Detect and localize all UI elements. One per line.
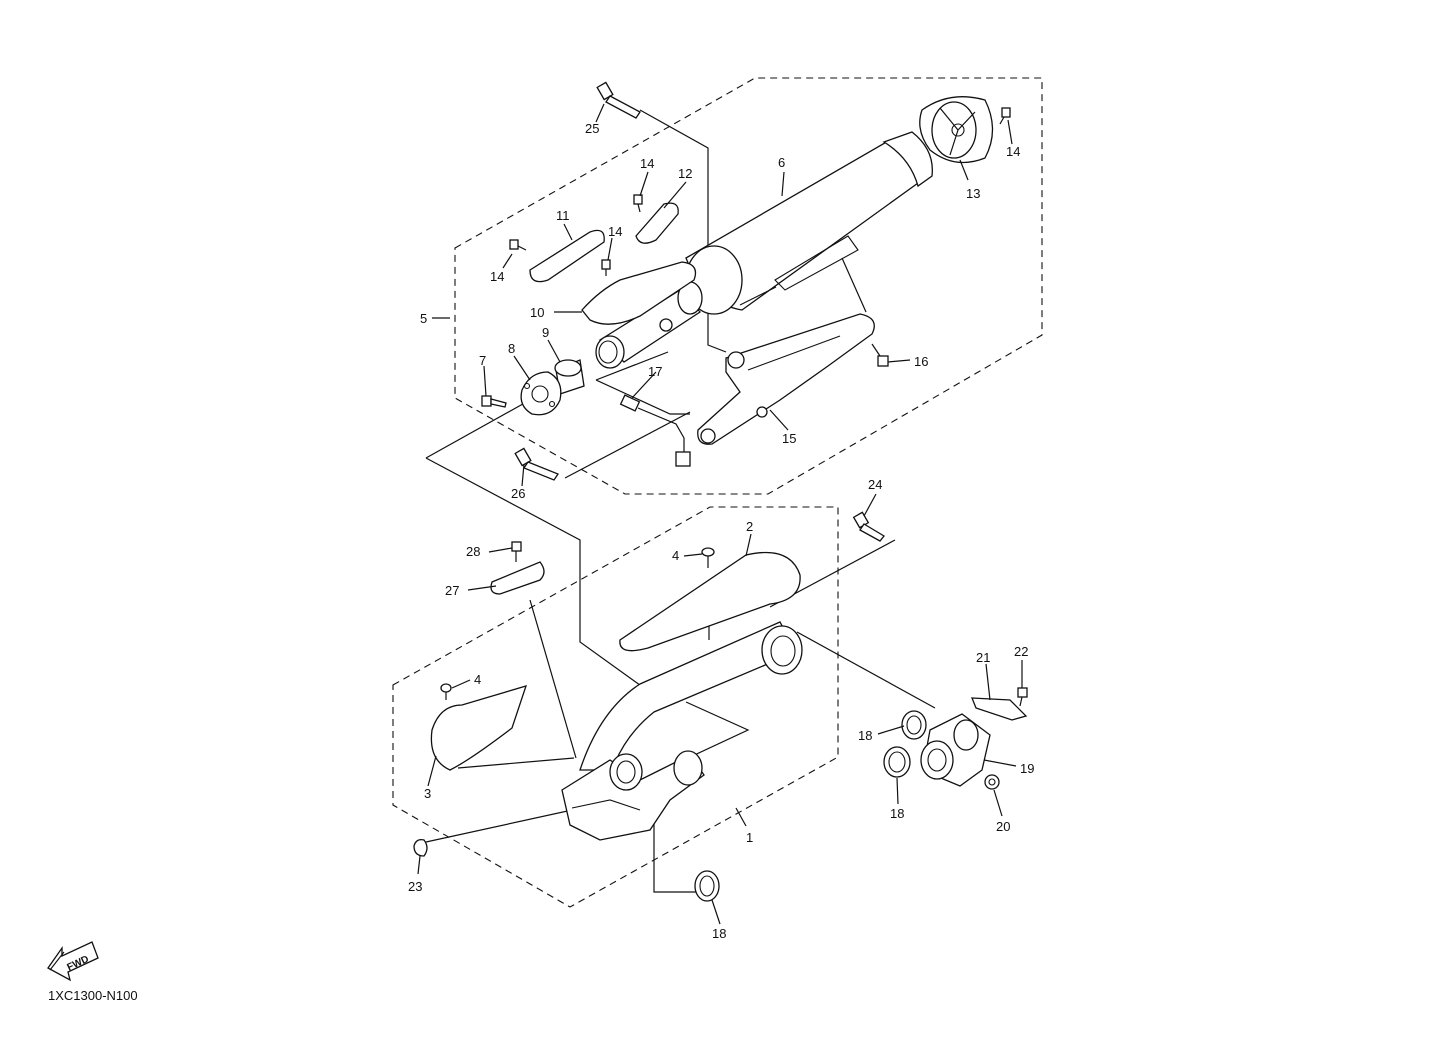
callout-18a: 18 bbox=[858, 728, 872, 743]
callout-14c: 14 bbox=[490, 269, 504, 284]
callout-1: 1 bbox=[746, 830, 753, 845]
fwd-arrow-icon: FWD bbox=[47, 941, 99, 982]
heat-protector-10 bbox=[581, 261, 697, 325]
protector-12 bbox=[635, 202, 679, 244]
callout-4b: 4 bbox=[474, 672, 481, 687]
callout-14d: 14 bbox=[1006, 144, 1020, 159]
callout-labels: 1 2 3 4 4 5 6 7 8 9 10 11 12 13 14 14 14… bbox=[408, 121, 1034, 941]
screw-14c bbox=[601, 259, 611, 276]
muffler-end-cap bbox=[919, 96, 994, 164]
callout-14a: 14 bbox=[640, 156, 654, 171]
muffler-body bbox=[685, 131, 933, 315]
callout-25: 25 bbox=[585, 121, 599, 136]
callout-10: 10 bbox=[530, 305, 544, 320]
screw-28 bbox=[511, 541, 522, 562]
callout-24: 24 bbox=[868, 477, 882, 492]
callout-17: 17 bbox=[648, 364, 662, 379]
callout-26: 26 bbox=[511, 486, 525, 501]
bolt-16 bbox=[871, 343, 889, 367]
gasket-18b bbox=[883, 746, 911, 778]
callout-18b: 18 bbox=[890, 806, 904, 821]
callout-23: 23 bbox=[408, 879, 422, 894]
nut-23 bbox=[413, 838, 428, 857]
callout-19: 19 bbox=[1020, 761, 1034, 776]
protector-11 bbox=[529, 229, 605, 283]
callout-21: 21 bbox=[976, 650, 990, 665]
gasket-18a bbox=[901, 710, 927, 740]
callout-2: 2 bbox=[746, 519, 753, 534]
joint-assembly-19 bbox=[920, 713, 991, 787]
callout-3: 3 bbox=[424, 786, 431, 801]
callout-16: 16 bbox=[914, 354, 928, 369]
exhaust-pipe-assembly bbox=[561, 621, 803, 841]
exhaust-pipe-group-outline bbox=[392, 506, 839, 908]
callout-leaders bbox=[417, 103, 1023, 925]
screw-14d bbox=[999, 107, 1011, 125]
protector-27 bbox=[490, 561, 545, 595]
callout-22: 22 bbox=[1014, 644, 1028, 659]
bolt-7 bbox=[481, 395, 507, 408]
callout-20: 20 bbox=[996, 819, 1010, 834]
callout-9: 9 bbox=[542, 325, 549, 340]
callout-7: 7 bbox=[479, 353, 486, 368]
nut-20 bbox=[984, 774, 1000, 790]
callout-5: 5 bbox=[420, 311, 427, 326]
callout-4a: 4 bbox=[672, 548, 679, 563]
bolt-24 bbox=[852, 511, 885, 542]
callout-6: 6 bbox=[778, 155, 785, 170]
callout-11: 11 bbox=[556, 208, 570, 223]
screw-4b bbox=[440, 683, 452, 700]
protector-2 bbox=[619, 551, 801, 652]
sensor-17 bbox=[619, 394, 691, 467]
screw-14b bbox=[509, 239, 527, 251]
diagram-code-label: 1XC1300-N100 bbox=[48, 988, 138, 1003]
muffler-stay-bracket bbox=[697, 313, 875, 445]
bolt-25 bbox=[596, 81, 641, 119]
screw-22 bbox=[1017, 687, 1028, 707]
flange-plate-8 bbox=[520, 371, 562, 416]
callout-8: 8 bbox=[508, 341, 515, 356]
callout-28: 28 bbox=[466, 544, 480, 559]
callout-13: 13 bbox=[966, 186, 980, 201]
bolt-26 bbox=[514, 447, 559, 481]
callout-14b: 14 bbox=[608, 224, 622, 239]
callout-12: 12 bbox=[678, 166, 692, 181]
screw-14a bbox=[633, 194, 643, 213]
callout-15: 15 bbox=[782, 431, 796, 446]
callout-18c: 18 bbox=[712, 926, 726, 941]
screw-4a bbox=[701, 547, 715, 568]
callout-27: 27 bbox=[445, 583, 459, 598]
muffler-inlet-pipe bbox=[595, 281, 703, 369]
muffler-group-outline bbox=[454, 77, 1043, 495]
gasket-18c bbox=[694, 870, 720, 902]
plate-21 bbox=[971, 697, 1028, 721]
